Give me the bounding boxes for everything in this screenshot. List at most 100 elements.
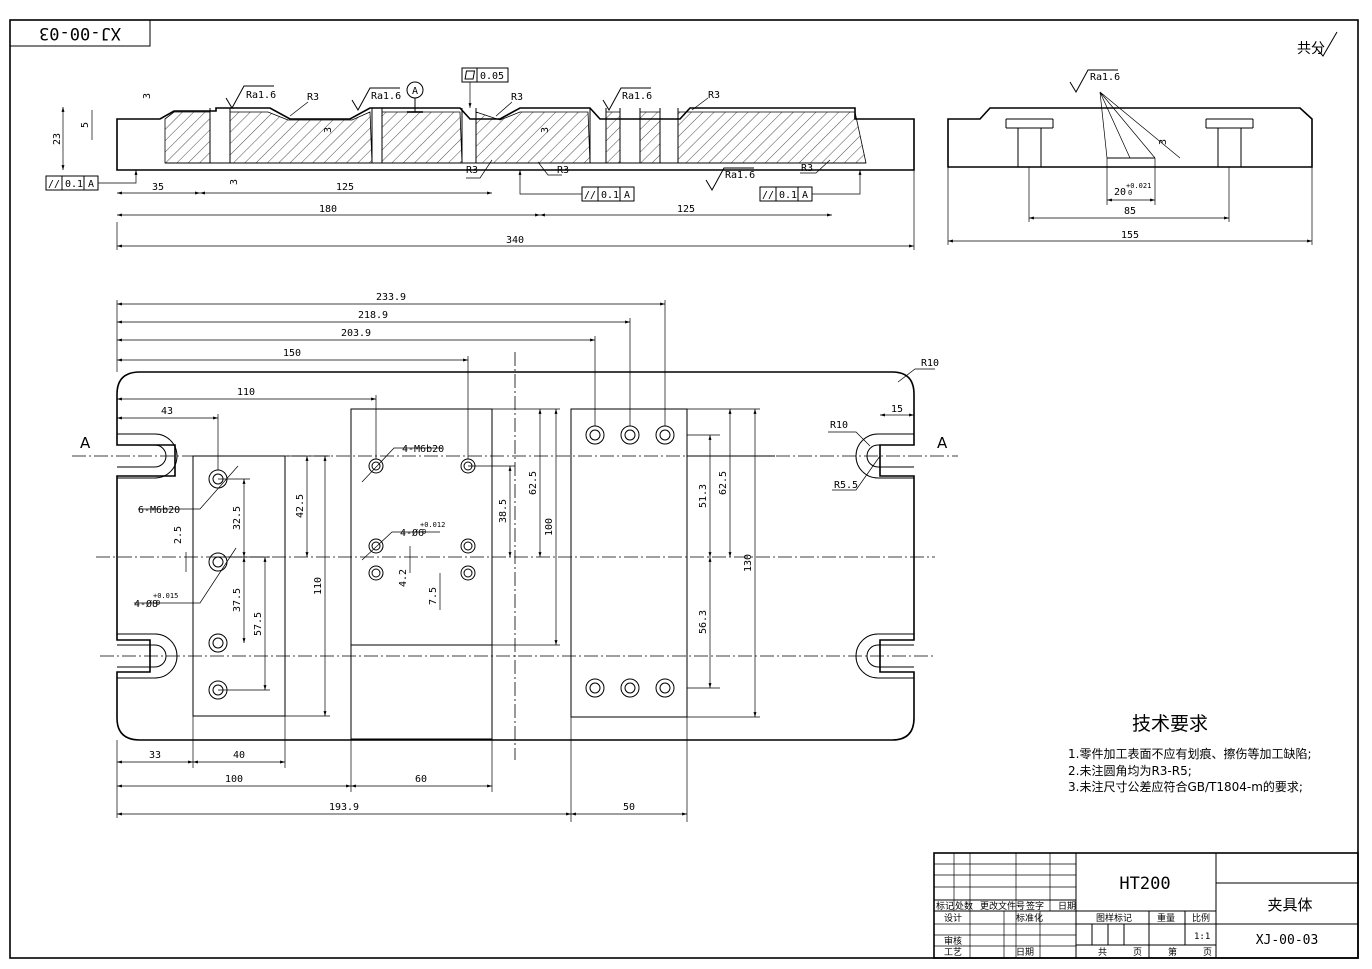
tb-stage-mark: 图样标记 <box>1096 912 1132 924</box>
slot-right-bottom <box>855 633 915 679</box>
dim-20-tol-upper: +0.021 <box>1126 182 1151 190</box>
tech-item-2: 2.未注圆角均为R3-R5; <box>1068 763 1192 778</box>
tb-count: 处数 <box>955 900 973 912</box>
callout-4-m6: 4-M6b20 <box>402 444 444 455</box>
radius-r10-top: R10 <box>921 358 939 369</box>
svg-text:0.1: 0.1 <box>65 179 83 190</box>
datum-a: A <box>412 86 418 97</box>
dim-85: 85 <box>1124 206 1136 217</box>
tb-standard: 标准化 <box>1016 912 1043 924</box>
dim-5: 5 <box>80 122 91 128</box>
tb-ratio: 比例 <box>1192 912 1210 924</box>
tb-date2: 日期 <box>1016 947 1034 958</box>
radius-r3-6: R3 <box>801 163 813 174</box>
dim-40: 40 <box>233 750 245 761</box>
tb-design: 设计 <box>944 912 962 924</box>
dim-42-5: 42.5 <box>295 494 306 518</box>
tech-item-1: 1.零件加工表面不应有划痕、擦伤等加工缺陷; <box>1068 746 1312 761</box>
dim-50: 50 <box>623 802 635 813</box>
tb-total: 共 <box>1098 947 1107 958</box>
side-view: 155 85 20 +0.021 0 3 Ra1.6 <box>947 69 1313 245</box>
radius-r3-4: R3 <box>466 165 478 176</box>
tb-page: 页 <box>1133 947 1142 958</box>
callout-4-pin6-tol: +0.012 <box>420 521 445 529</box>
roughness-symbol-icon <box>1069 69 1118 94</box>
fcf-left: // 0.1 A <box>45 170 138 191</box>
radius-r3-5: R3 <box>557 165 569 176</box>
tb-scale: 1:1 <box>1194 932 1210 942</box>
callout-4-pin8: 4-Ø8 <box>134 598 158 610</box>
dim-37-5: 37.5 <box>232 588 243 612</box>
holes <box>208 425 675 700</box>
dim-3-side: 3 <box>1158 139 1169 145</box>
tb-doc: 更改文件号 <box>980 900 1025 912</box>
front-view: 340 180 125 125 35 23 5 3 3 3 3 Ra1.6 Ra… <box>45 67 915 250</box>
plan-outline <box>116 371 915 741</box>
tb-weight: 重量 <box>1157 912 1175 924</box>
callout-4-pin8-tol-low: 0 <box>156 599 160 607</box>
roughness-4: Ra1.6 <box>725 170 755 181</box>
tb-process: 工艺 <box>944 947 962 958</box>
svg-text://: // <box>584 190 596 201</box>
section-mark-right: A <box>937 434 948 452</box>
dim-51-3: 51.3 <box>698 484 709 508</box>
roughness-symbol-icon <box>225 85 274 110</box>
dim-155: 155 <box>1121 230 1139 241</box>
pocket-left <box>192 455 286 717</box>
dim-57-5: 57.5 <box>253 612 264 636</box>
dim-20-tol-lower: 0 <box>1128 189 1132 197</box>
dim-38-5: 38.5 <box>498 499 509 523</box>
front-holes <box>209 108 679 163</box>
dim-125-b: 125 <box>677 204 695 215</box>
roughness-symbol-icon <box>602 87 651 112</box>
radius-r3-2: R3 <box>511 92 523 103</box>
fcf-right: // 0.1 A <box>759 170 862 202</box>
pocket-right <box>570 408 688 718</box>
dim-100-vert: 100 <box>544 518 555 536</box>
tb-seq: 第 <box>1168 946 1177 958</box>
tb-mark: 标记 <box>936 900 954 912</box>
radius-r3-1: R3 <box>307 92 319 103</box>
svg-text:A: A <box>624 190 630 201</box>
svg-text:A: A <box>802 190 808 201</box>
sheet-mark: 共分 <box>1297 41 1325 57</box>
tb-sign: 签字 <box>1026 900 1044 912</box>
title-block: 标记 处数 更改文件号 签字 日期 设计 标准化 审核 工艺 日期 HT200 … <box>933 852 1359 959</box>
dim-3-c: 3 <box>323 127 334 133</box>
radius-r5-5: R5.5 <box>834 480 858 491</box>
roughness-side: Ra1.6 <box>1090 72 1120 83</box>
drawing-number-bottom: XJ-00-03 <box>1256 933 1319 948</box>
dim-110-top: 110 <box>237 387 255 398</box>
callout-4-pin8-tol: +0.015 <box>153 592 178 600</box>
dim-56-3: 56.3 <box>698 610 709 634</box>
svg-text://: // <box>762 190 774 201</box>
callout-4-pin6-tol-low: 0 <box>422 528 426 536</box>
dim-7-5: 7.5 <box>428 587 439 605</box>
drawing-number-box <box>9 19 151 47</box>
front-hatch <box>164 111 867 164</box>
radius-r3-3: R3 <box>708 90 720 101</box>
dim-203-9: 203.9 <box>341 328 371 339</box>
tech-item-3: 3.未注尺寸公差应符合GB/T1804-m的要求; <box>1068 779 1303 794</box>
dim-2-5: 2.5 <box>173 526 184 544</box>
dim-110-vert: 110 <box>313 577 324 595</box>
dim-100-bottom: 100 <box>225 774 243 785</box>
roughness-1: Ra1.6 <box>246 90 276 101</box>
radius-r10-slot: R10 <box>830 420 848 431</box>
dim-130: 130 <box>743 554 754 572</box>
svg-text://: // <box>48 179 60 190</box>
dim-33: 33 <box>149 750 161 761</box>
dim-340: 340 <box>506 235 524 246</box>
svg-text:0.1: 0.1 <box>601 190 619 201</box>
flatness-icon <box>464 70 476 80</box>
flatness-value: 0.05 <box>480 71 504 82</box>
material: HT200 <box>1119 874 1170 894</box>
pocket-mid <box>350 408 493 740</box>
svg-text:A: A <box>88 179 94 190</box>
dim-20: 20 <box>1114 187 1126 198</box>
tech-title: 技术要求 <box>1132 713 1208 735</box>
dim-35: 35 <box>152 182 164 193</box>
dim-233-9: 233.9 <box>376 292 406 303</box>
tech-requirements: 技术要求 1.零件加工表面不应有划痕、擦伤等加工缺陷; 2.未注圆角均为R3-R… <box>1068 713 1312 794</box>
